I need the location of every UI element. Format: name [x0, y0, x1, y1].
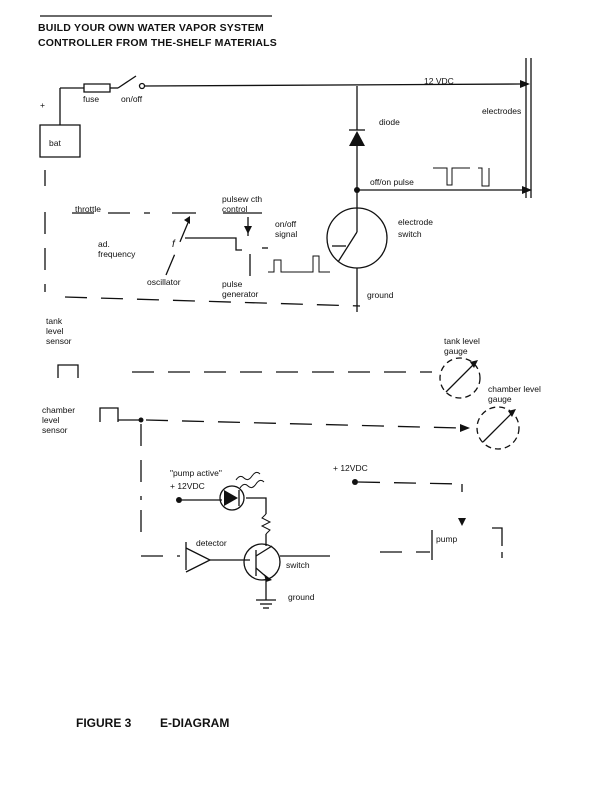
- ground-return-wire: [65, 297, 360, 306]
- tank-gauge-label-2: gauge: [444, 346, 468, 356]
- fuse-label: fuse: [83, 94, 100, 104]
- offon-pulse-waveform-1: [433, 168, 470, 185]
- led-to-resistor-wire: [246, 498, 266, 514]
- bottom-switch-label: switch: [286, 560, 310, 570]
- chamber-sensor-symbol: [100, 408, 118, 422]
- pulse-generator-step: [231, 238, 242, 250]
- figure-number: FIGURE 3: [76, 716, 132, 730]
- oscillator-label: oscillator: [147, 277, 181, 287]
- switch-emitter: [338, 232, 357, 262]
- pulse-width-label-1: pulsew cth: [222, 194, 263, 204]
- chamber-gauge-label-1: chamber level: [488, 384, 541, 394]
- pump-label: pump: [436, 534, 458, 544]
- led-supply-dot: [176, 497, 182, 503]
- supply-bus-wire: [145, 84, 520, 86]
- chamber-sensor-label-1: chamber: [42, 405, 76, 415]
- tank-sensor-symbol: [58, 365, 78, 378]
- tank-sensor-label-3: sensor: [46, 336, 72, 346]
- pulse-generator-label-2: generator: [222, 289, 259, 299]
- fuse-symbol: [84, 84, 110, 92]
- supply-arrow: [520, 80, 530, 88]
- pump-supply-wire: [358, 482, 462, 484]
- pulse-output-arrow: [522, 186, 532, 194]
- chamber-gauge-label-2: gauge: [488, 394, 512, 404]
- tank-level-gauge-dial: [440, 358, 480, 398]
- tank-level-gauge-arrow: [470, 360, 478, 368]
- detector-label: detector: [196, 538, 227, 548]
- led-12vdc-label: + 12VDC: [170, 481, 205, 491]
- pump-active-label: "pump active": [170, 468, 222, 478]
- adj-frequency-label-1: ad.: [98, 239, 110, 249]
- pump-supply-dot: [352, 479, 358, 485]
- chamber-level-gauge-dial: [477, 407, 519, 449]
- electrodes-label: electrodes: [482, 106, 522, 116]
- tank-gauge-label-1: tank level: [444, 336, 480, 346]
- title-line-1: BUILD YOUR OWN WATER VAPOR SYSTEM: [38, 22, 264, 34]
- offon-pulse-waveform-2: [478, 168, 489, 186]
- electrode-switch-label-2: switch: [398, 229, 422, 239]
- offon-pulse-label: off/on pulse: [370, 177, 414, 187]
- pump-active-led-body: [220, 486, 244, 510]
- tank-level-gauge-needle: [446, 364, 474, 392]
- pump-active-led-symbol: [224, 490, 238, 506]
- led-light-ray-2: [240, 480, 264, 488]
- battery-plus-label: +: [40, 100, 45, 110]
- diode-label: diode: [379, 117, 400, 127]
- oscillator-adjust-line: [166, 218, 190, 275]
- adj-frequency-label-2: frequency: [98, 249, 136, 259]
- resistor-symbol: [262, 514, 270, 534]
- detector-symbol: [186, 548, 210, 572]
- ground-bottom-label: ground: [288, 592, 315, 602]
- pump-supply-arrow: [458, 518, 466, 526]
- pump-switch-symbol: [244, 544, 280, 580]
- pulse-width-label-2: control: [222, 204, 248, 214]
- tank-sensor-label-2: level: [46, 326, 64, 336]
- throttle-label: throttle: [75, 204, 101, 214]
- oscillator-adjust-arrow: [184, 216, 190, 224]
- onoff-signal-waveform: [268, 256, 330, 272]
- battery-label: bat: [49, 138, 61, 148]
- onoff-switch-contact: [140, 84, 145, 89]
- supply-12vdc-label: 12 VDC: [424, 76, 454, 86]
- chamber-sensor-label-2: level: [42, 415, 60, 425]
- chamber-gauge-input-arrow: [460, 424, 470, 432]
- chamber-junction-dot: [138, 417, 144, 423]
- chamber-sensor-wire: [146, 420, 460, 428]
- frequency-f-label: f: [172, 239, 175, 250]
- title-line-2: CONTROLLER FROM THE-SHELF MATERIALS: [38, 37, 277, 49]
- pump-12vdc-label: + 12VDC: [333, 463, 368, 473]
- onoff-signal-label-2: signal: [275, 229, 298, 239]
- led-light-ray-1: [236, 472, 260, 480]
- pulse-width-arrow: [244, 226, 252, 234]
- chamber-level-gauge-arrow: [508, 409, 516, 417]
- pulse-generator-label-1: pulse: [222, 279, 243, 289]
- diode-symbol: [349, 131, 365, 146]
- pump-switch-collector: [256, 546, 272, 556]
- onoff-switch-blade: [118, 76, 136, 88]
- electrode-switch-label-1: electrode: [398, 217, 433, 227]
- pump-box-right-top: [492, 528, 502, 546]
- chamber-sensor-label-3: sensor: [42, 425, 68, 435]
- figure-name: E-DIAGRAM: [160, 716, 230, 730]
- ground-top-label: ground: [367, 290, 394, 300]
- chamber-level-gauge-needle: [483, 413, 512, 442]
- onoff-label: on/off: [121, 94, 143, 104]
- tank-sensor-label-1: tank: [46, 316, 63, 326]
- onoff-signal-label-1: on/off: [275, 219, 297, 229]
